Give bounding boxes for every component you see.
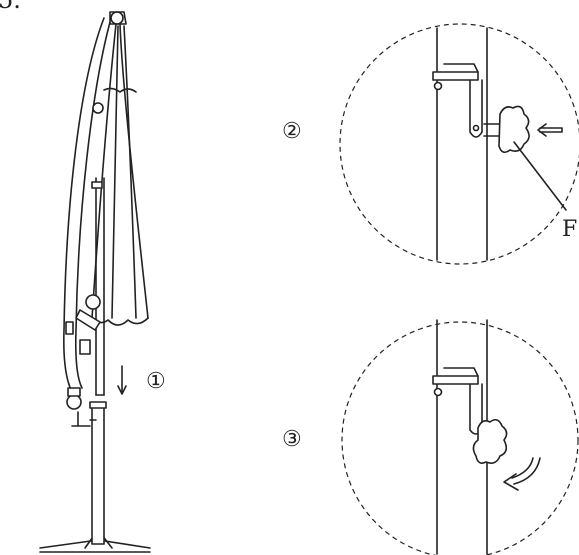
detail-2-illustration [339,23,579,265]
part-f-label: F [562,217,577,242]
step-1-label: ① [146,369,166,394]
step-number: 5. [0,0,21,14]
umbrella-illustration [39,11,151,553]
step-2-label: ② [282,119,302,144]
step-3-label: ③ [282,427,302,452]
detail-3-illustration [341,319,579,555]
